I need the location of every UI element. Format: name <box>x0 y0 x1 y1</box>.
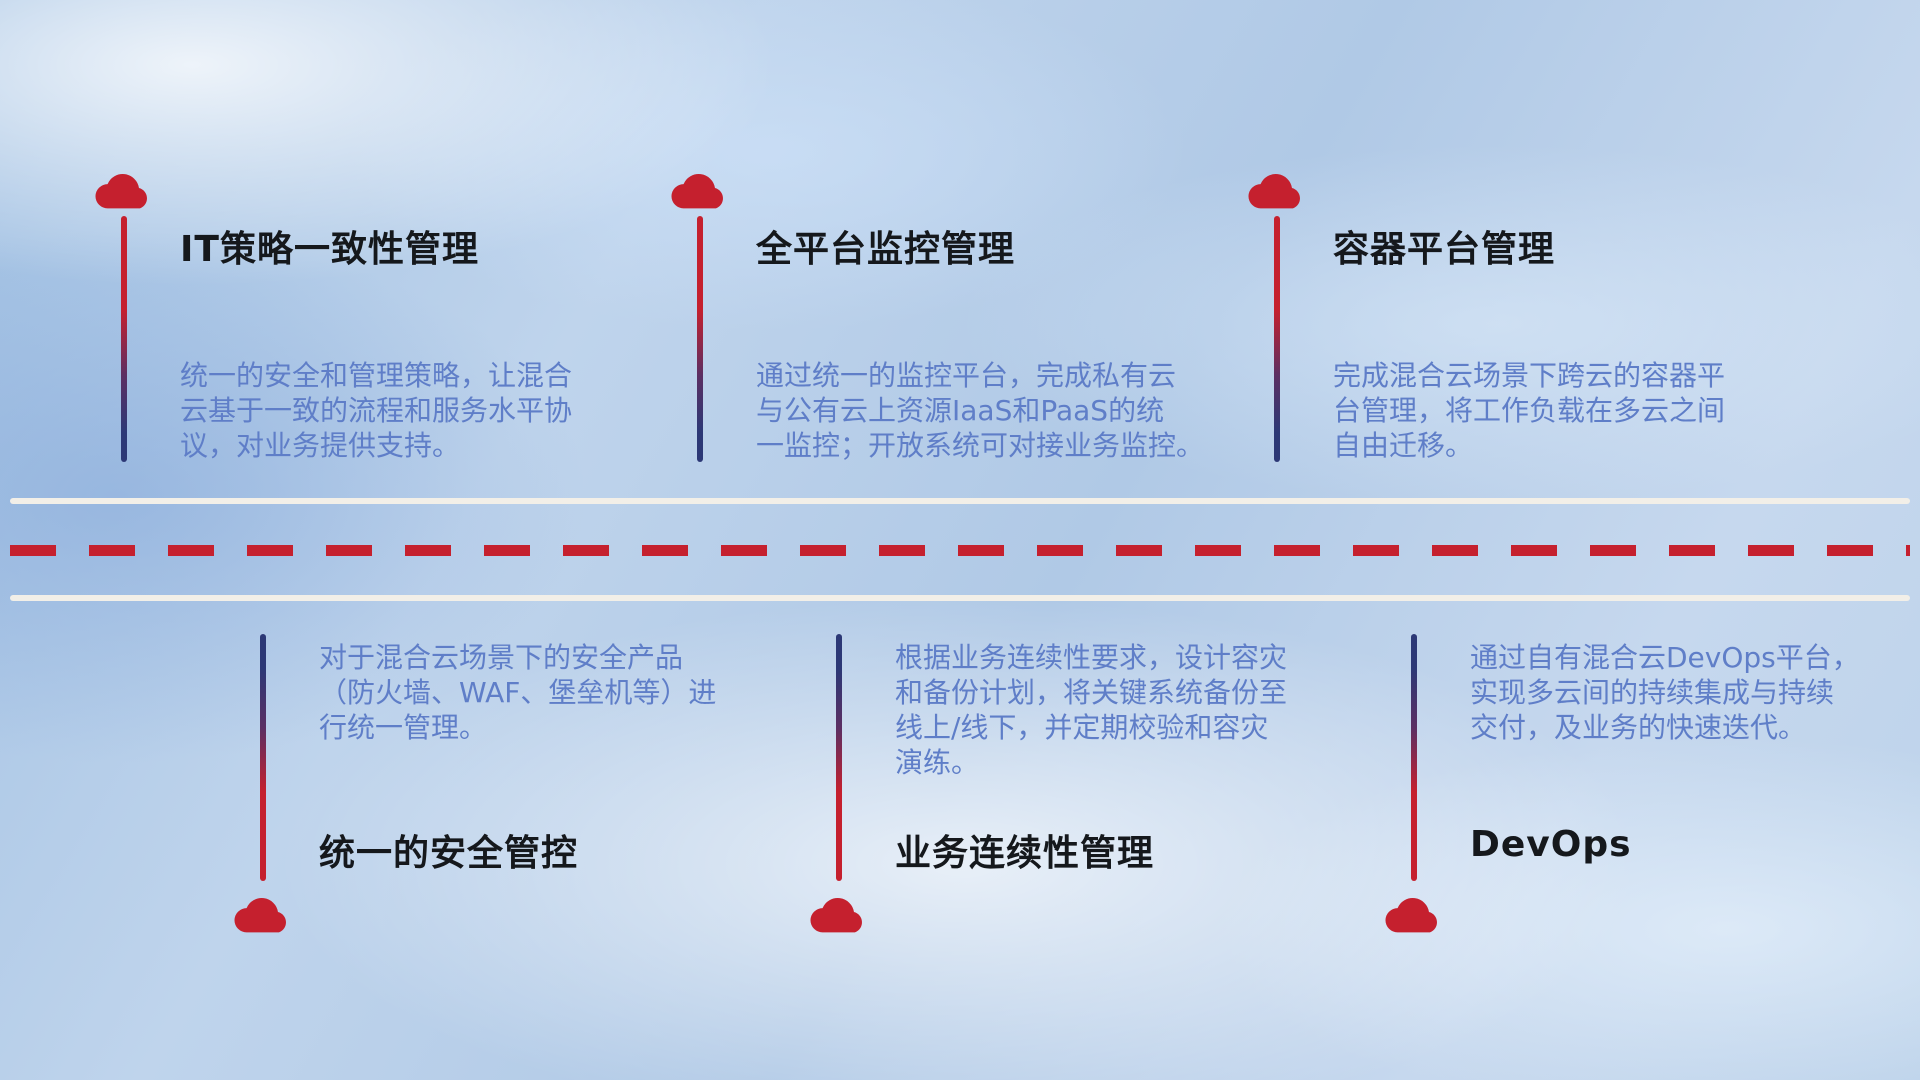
milestone-title: 业务连续性管理 <box>895 833 1155 874</box>
connector-line <box>1274 216 1280 462</box>
milestone-item-it-policy: IT策略一致性管理 统一的安全和管理策略，让混合 云基于一致的流程和服务水平协 … <box>95 168 675 608</box>
milestone-item-container-platform: 容器平台管理 完成混合云场景下跨云的容器平 台管理，将工作负载在多云之间 自由迁… <box>1248 168 1828 608</box>
connector-line <box>121 216 127 462</box>
milestone-description: 对于混合云场景下的安全产品 （防火墙、WAF、堡垒机等）进 行统一管理。 <box>319 641 717 744</box>
milestone-item-devops: 通过自有混合云DevOps平台， 实现多云间的持续集成与持续 交付，及业务的快速… <box>1385 634 1920 1074</box>
connector-line <box>836 634 842 881</box>
cloud-icon <box>234 892 292 934</box>
cloud-icon <box>1248 168 1306 210</box>
milestone-description: 通过统一的监控平台，完成私有云 与公有云上资源IaaS和PaaS的统 一监控；开… <box>756 359 1205 462</box>
road-dashed-line <box>10 545 1910 556</box>
connector-line <box>697 216 703 462</box>
cloud-icon <box>810 892 868 934</box>
cloud-icon <box>1385 892 1443 934</box>
road-top-line <box>10 498 1910 504</box>
road-bottom-line <box>10 595 1910 601</box>
connector-line <box>1411 634 1417 881</box>
milestone-description: 完成混合云场景下跨云的容器平 台管理，将工作负载在多云之间 自由迁移。 <box>1333 359 1726 462</box>
milestone-description: 通过自有混合云DevOps平台， 实现多云间的持续集成与持续 交付，及业务的快速… <box>1470 641 1860 744</box>
milestone-title: 全平台监控管理 <box>756 229 1016 270</box>
milestone-description: 统一的安全和管理策略，让混合 云基于一致的流程和服务水平协 议，对业务提供支持。 <box>180 359 573 462</box>
milestone-item-business-continuity: 根据业务连续性要求，设计容灾 和备份计划，将关键系统备份至 线上/线下，并定期校… <box>810 634 1390 1074</box>
milestone-item-security-control: 对于混合云场景下的安全产品 （防火墙、WAF、堡垒机等）进 行统一管理。 统一的… <box>234 634 814 1074</box>
milestone-description: 根据业务连续性要求，设计容灾 和备份计划，将关键系统备份至 线上/线下，并定期校… <box>895 641 1288 779</box>
cloud-icon <box>671 168 729 210</box>
milestone-title: 统一的安全管控 <box>319 833 579 874</box>
milestone-title: 容器平台管理 <box>1333 229 1556 270</box>
milestone-title: IT策略一致性管理 <box>180 229 479 270</box>
milestone-title: DevOps <box>1470 824 1632 865</box>
cloud-icon <box>95 168 153 210</box>
connector-line <box>260 634 266 881</box>
milestone-item-monitoring: 全平台监控管理 通过统一的监控平台，完成私有云 与公有云上资源IaaS和PaaS… <box>671 168 1251 608</box>
